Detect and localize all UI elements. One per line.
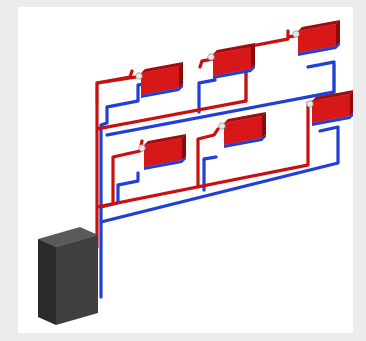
radiator-upper-3 [292,20,340,56]
radiator-top [213,43,255,54]
lower-return-branch-2 [202,155,218,192]
diagram-panel [18,7,353,333]
radiator-valve-icon [207,53,215,61]
radiator-face [144,138,182,167]
boiler-top [38,227,98,247]
upper-return-branch-2 [197,78,217,114]
return-riser [99,105,109,299]
return-pipes [99,60,340,299]
radiator-side [179,62,183,88]
radiator-upper-1 [135,62,183,98]
radiator-lower-3 [306,90,353,126]
radiator-upper-2 [207,43,255,79]
radiator-base [224,134,266,148]
upper-return-branch-3 [306,60,336,94]
radiator-side [182,134,186,160]
radiator-lower-1 [138,134,186,170]
radiator-face [224,116,262,145]
upper-supply-branch-1 [95,75,138,107]
radiator-valve-icon [135,72,143,80]
boiler-side [38,239,56,325]
radiator-face [213,47,251,76]
radiators [135,20,353,170]
radiator-face [298,24,336,53]
radiator-base [213,65,255,79]
radiator-base [144,156,186,170]
radiator-side [251,43,255,69]
radiator-valve-icon [218,122,226,130]
heating-system-diagram [38,20,353,325]
radiator-valve-icon [292,30,300,38]
radiator-lower-2 [218,112,266,148]
radiator-side [336,20,340,46]
radiator-face [141,66,179,95]
radiator-face [312,94,350,123]
lower-return-main [99,125,340,224]
radiator-base [312,113,353,126]
radiator-top [144,134,186,145]
radiator-top [141,62,183,73]
radiator-valve-icon [138,144,146,152]
radiator-top [298,20,340,31]
radiator-valve-icon [306,100,314,108]
radiator-side [350,91,353,116]
boiler [38,227,98,325]
radiator-base [298,42,340,56]
radiator-top [312,90,353,101]
radiator-base [141,84,183,98]
radiator-side [262,112,266,138]
radiator-top [224,112,266,123]
boiler-front [56,235,98,325]
lower-supply-branch-2 [196,127,220,189]
